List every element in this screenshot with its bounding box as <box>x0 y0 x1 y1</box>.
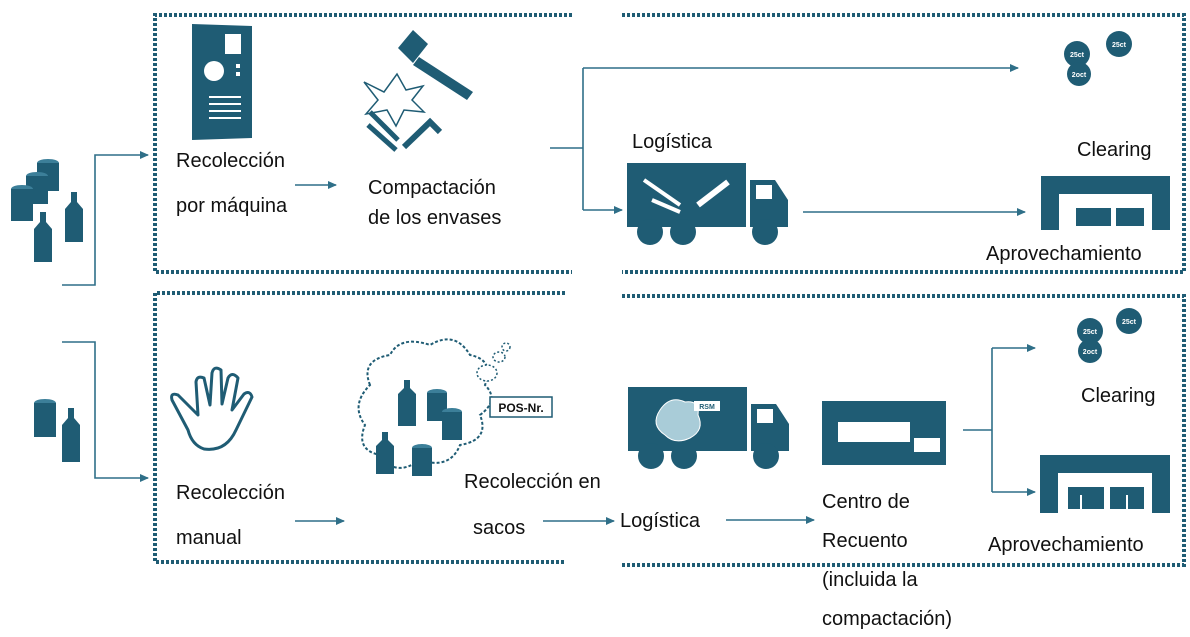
machine-recycling-label: Aprovechamiento <box>986 243 1142 265</box>
counting-center-label-4: compactación) <box>822 608 953 630</box>
coin-label: 25ct <box>1070 52 1085 59</box>
bottles-cans-icon <box>11 159 83 262</box>
truck-icon <box>627 163 788 245</box>
manual-logistics-label: Logística <box>620 510 701 532</box>
machine-collection-label-1: Recolección <box>176 150 285 172</box>
machine-collection-label-2: por máquina <box>176 195 288 217</box>
counting-center-icon <box>822 401 946 465</box>
truck-tag: RSM <box>699 404 715 411</box>
coin-label: 2oct <box>1072 72 1087 79</box>
coin-label: 25ct <box>1122 319 1137 326</box>
connectors <box>62 64 1036 525</box>
recycling-plant-icon <box>1040 455 1170 513</box>
machine-clearing-label: Clearing <box>1077 139 1152 161</box>
compaction-label-2: de los envases <box>368 207 502 229</box>
counting-center-label-1: Centro de <box>822 491 910 513</box>
manual-collection-label-1: Recolección <box>176 482 285 504</box>
truck-icon: RSM <box>628 387 789 469</box>
counting-center-label-2: Recuento <box>822 530 908 552</box>
reverse-vending-machine-icon <box>192 24 252 140</box>
bottles-cans-icon <box>34 399 80 462</box>
coins-icon: 25ct 25ct 2oct <box>1077 308 1142 363</box>
coin-label: 25ct <box>1112 42 1127 49</box>
coin-label: 2oct <box>1083 349 1098 356</box>
coin-label: 25ct <box>1083 329 1098 336</box>
counting-center-label-3: (incluida la <box>822 569 918 591</box>
hammer-compaction-icon <box>363 30 473 152</box>
machine-right-frame <box>622 13 1186 274</box>
bags-label-1: Recolección en <box>464 471 601 493</box>
machine-left-frame <box>153 13 572 274</box>
coins-icon: 25ct 25ct 2oct <box>1064 31 1132 86</box>
manual-clearing-label: Clearing <box>1081 385 1156 407</box>
manual-left-frame <box>153 291 565 564</box>
bag-cloud-icon: POS-Nr. <box>357 338 553 476</box>
pos-tag: POS-Nr. <box>498 401 543 415</box>
frames <box>153 13 1186 567</box>
recycling-plant-icon <box>1041 176 1170 230</box>
compaction-label-1: Compactación <box>368 177 496 199</box>
manual-recycling-label: Aprovechamiento <box>988 534 1144 556</box>
bags-label-2: sacos <box>473 517 526 539</box>
manual-right-frame <box>622 294 1186 567</box>
manual-collection-label-2: manual <box>176 527 242 549</box>
machine-logistics-label: Logística <box>632 131 713 153</box>
hand-icon <box>170 366 254 451</box>
